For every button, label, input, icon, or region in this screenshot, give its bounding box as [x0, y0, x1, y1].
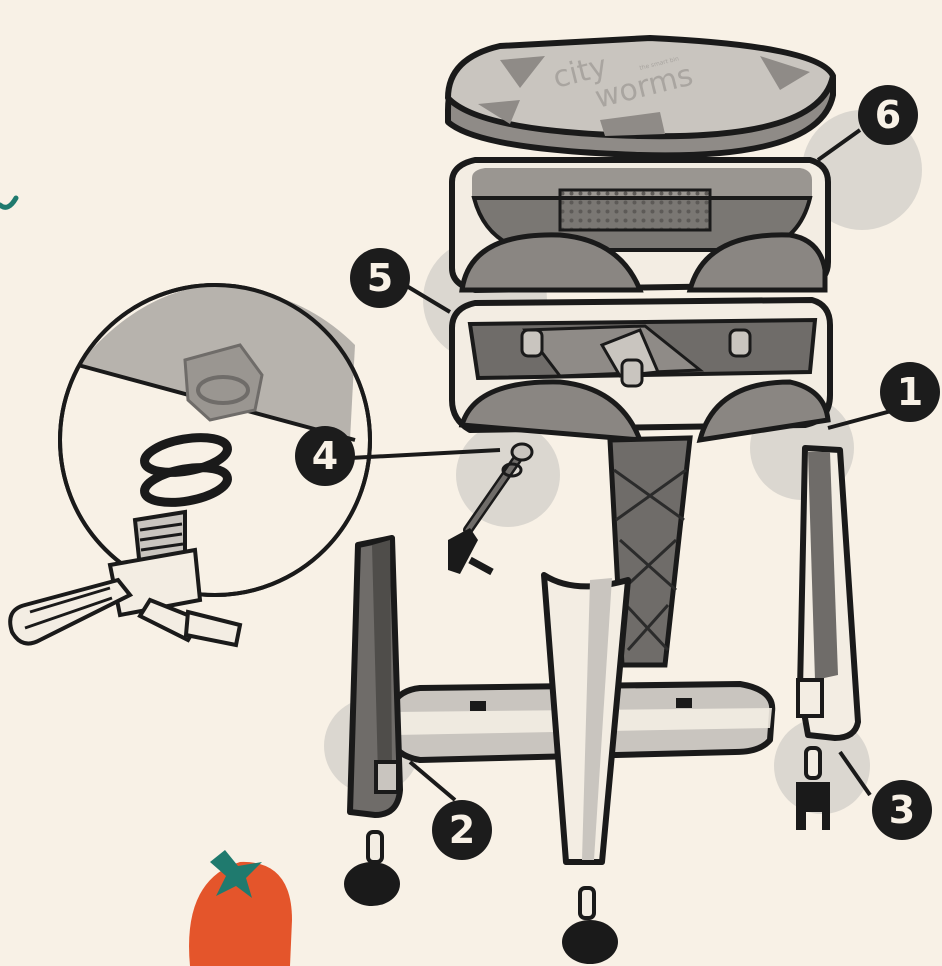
right-leg — [798, 448, 858, 738]
foot-center — [562, 888, 618, 964]
callout-3-label: 3 — [889, 788, 915, 832]
callout-5-label: 5 — [367, 256, 393, 300]
upper-tray — [452, 160, 828, 290]
foot-left — [344, 832, 400, 906]
callout-6-label: 6 — [875, 93, 901, 137]
callout-2: 2 — [432, 800, 492, 860]
lid: city worms the smart bin — [448, 38, 833, 155]
left-leg — [350, 538, 400, 815]
callout-1: 1 — [880, 362, 940, 422]
callout-1-label: 1 — [897, 370, 923, 414]
callout-3: 3 — [872, 780, 932, 840]
callout-4: 4 — [295, 426, 355, 486]
callout-6: 6 — [858, 85, 918, 145]
callout-2-label: 2 — [449, 808, 475, 852]
lower-tray — [452, 300, 830, 440]
front-leg — [544, 575, 628, 862]
callout-4-label: 4 — [312, 434, 338, 478]
callout-5: 5 — [350, 248, 410, 308]
decorative-stroke — [0, 198, 16, 207]
tomato-icon — [189, 850, 292, 966]
